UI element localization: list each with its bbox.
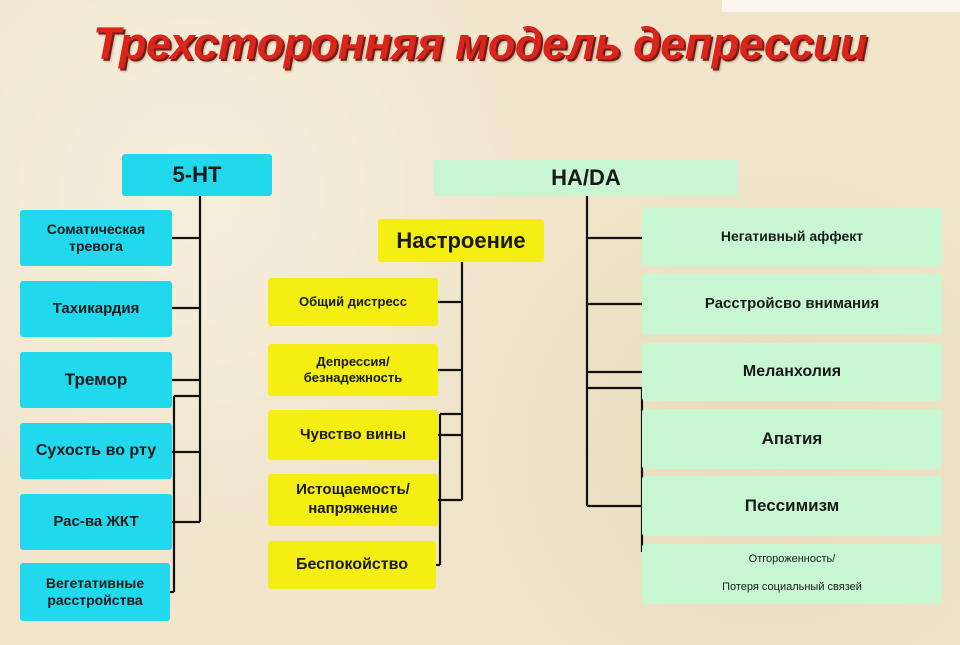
- ht-item-tachycardia: Тахикардия: [20, 281, 172, 337]
- nada-item-attention-disorder: Расстройсво внимания: [642, 274, 942, 334]
- page-title: Трехсторонняя модель депрессии: [93, 18, 867, 69]
- ht-item-somatic-anxiety: Соматическая тревога: [20, 210, 172, 266]
- nada-item-apathy: Апатия: [642, 409, 942, 469]
- nada-item-social-withdrawal-line2: Потеря социальный связей: [722, 581, 862, 594]
- ht-item-tremor: Тремор: [20, 352, 172, 408]
- mood-item-anxiety: Беспокойство: [268, 541, 436, 589]
- nada-item-social-withdrawal-line1: Отгороженность/: [748, 553, 836, 566]
- ht-header: 5-НТ: [122, 154, 272, 196]
- corner-highlight: [722, 0, 960, 12]
- ht-item-gi-disorders: Рас-ва ЖКТ: [20, 494, 172, 550]
- ht-item-dry-mouth: Сухость во рту: [20, 423, 172, 479]
- mood-item-depression-hopelessness: Депрессия/ безнадежность: [268, 344, 438, 396]
- nada-item-social-withdrawal: Отгороженность/ Потеря социальный связей: [642, 544, 942, 604]
- nada-item-pessimism: Пессимизм: [642, 476, 942, 536]
- mood-header: Настроение: [378, 219, 544, 262]
- nada-item-negative-affect: Негативный аффект: [642, 208, 942, 266]
- mood-item-general-distress: Общий дистресс: [268, 278, 438, 326]
- ht-item-vegetative-disorders: Вегетативные расстройства: [20, 563, 170, 621]
- nada-item-melancholy: Меланхолия: [642, 343, 942, 401]
- mood-item-guilt: Чувство вины: [268, 410, 438, 460]
- nada-header: НА/DA: [434, 160, 738, 196]
- mood-item-exhaustion-tension: Истощаемость/ напряжение: [268, 474, 438, 526]
